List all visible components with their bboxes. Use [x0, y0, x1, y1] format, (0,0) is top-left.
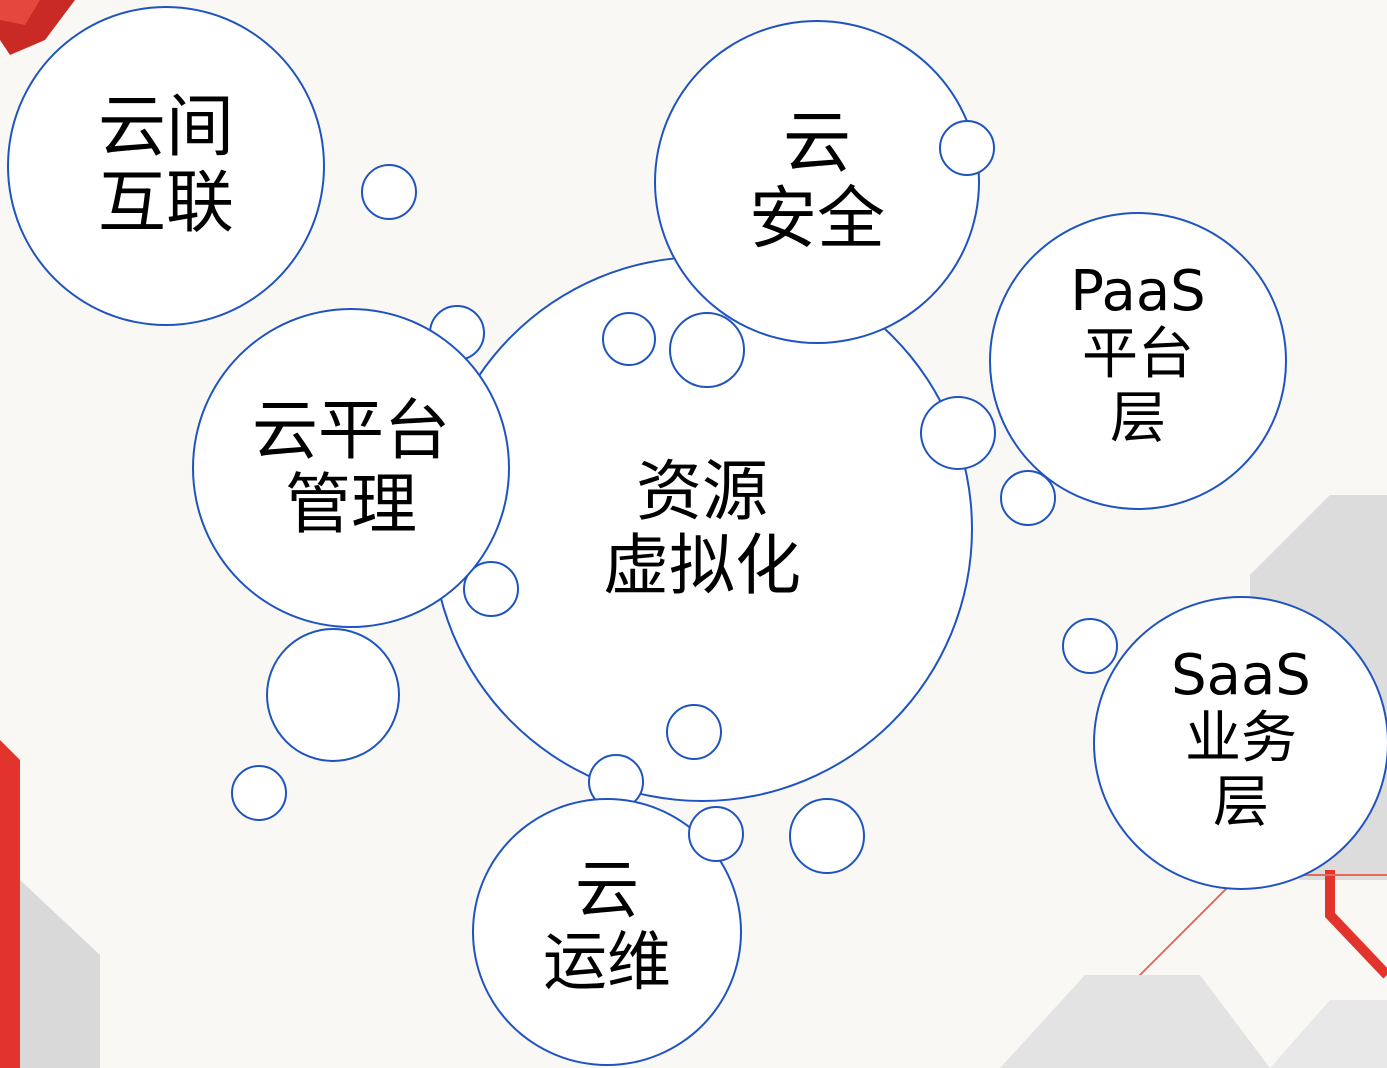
node-paas-layer: PaaS 平台 层: [989, 212, 1287, 510]
small-bubble: [939, 120, 995, 176]
node-label: 云 安全: [748, 103, 885, 259]
center-node-label: 资源 虚拟化: [603, 453, 801, 604]
node-label: 云平台 管理: [252, 392, 450, 543]
node-cloud-interconnect: 云间 互联: [7, 6, 325, 326]
small-bubble: [266, 628, 400, 762]
small-bubble: [361, 164, 417, 220]
red-gem-highlight: [0, 0, 40, 25]
node-label: 云 运维: [543, 854, 671, 1000]
node-label: PaaS 平台 层: [1070, 259, 1206, 451]
gray-shape-bottom-right: [1000, 975, 1270, 1068]
node-cloud-platform-mgmt: 云平台 管理: [192, 308, 510, 628]
red-line-right: [1325, 870, 1387, 979]
gray-shape-bottom-right-2: [1270, 1000, 1387, 1068]
small-bubble: [602, 312, 656, 366]
gray-bar-left: [20, 880, 100, 1068]
node-cloud-security: 云 安全: [654, 20, 980, 344]
small-bubble: [688, 806, 744, 862]
small-bubble: [1062, 618, 1118, 674]
small-bubble: [789, 798, 865, 874]
small-bubble: [1000, 470, 1056, 526]
node-saas-layer: SaaS 业务 层: [1093, 596, 1387, 890]
small-bubble: [920, 396, 996, 470]
small-bubble: [669, 312, 745, 388]
node-label: SaaS 业务 层: [1171, 643, 1311, 835]
red-bar-left: [0, 740, 20, 1068]
node-label: 云间 互联: [97, 87, 234, 243]
small-bubble: [231, 765, 287, 821]
small-bubble: [666, 704, 722, 760]
